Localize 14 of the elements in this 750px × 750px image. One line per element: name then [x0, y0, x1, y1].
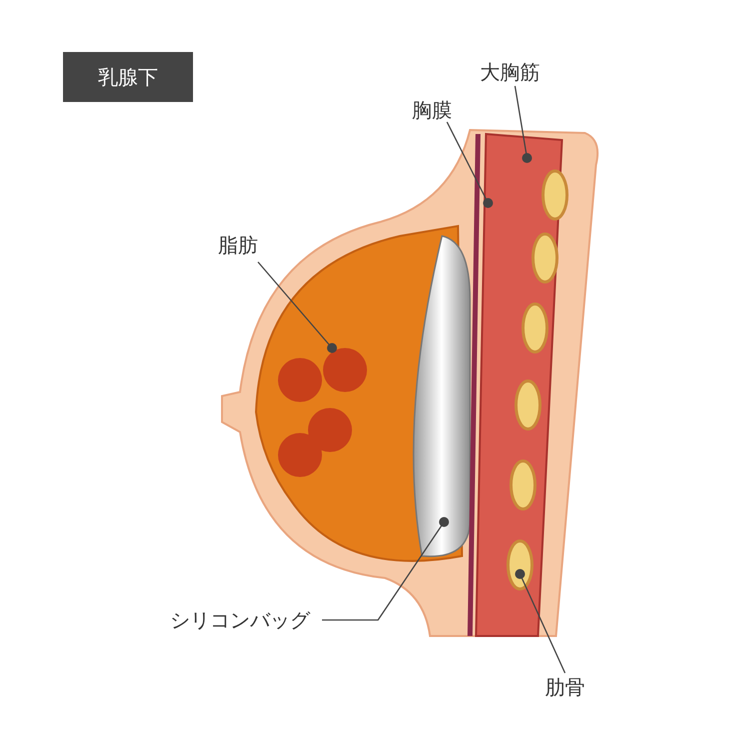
pectoralis-muscle [474, 132, 568, 637]
leader-line [514, 86, 532, 163]
leader-line [446, 122, 493, 208]
leader-line [322, 517, 449, 621]
part-label: 脂肪 [218, 233, 258, 257]
leader-line [258, 262, 337, 353]
pleura-membrane [468, 134, 480, 636]
silicone-implant [412, 235, 471, 558]
leader-line [515, 569, 566, 674]
part-label: シリコンバッグ [170, 608, 310, 632]
part-label: 肋骨 [545, 675, 585, 699]
part-label: 胸膜 [412, 98, 452, 122]
heading-badge: 乳腺下 [63, 52, 193, 102]
part-label: 大胸筋 [480, 60, 540, 84]
